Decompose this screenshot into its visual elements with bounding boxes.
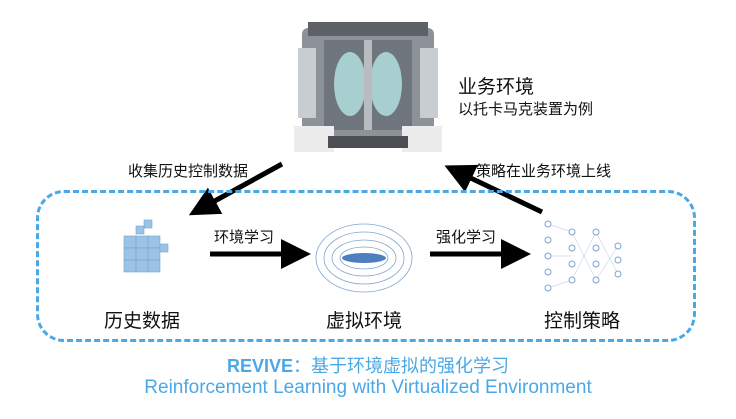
caption-name: REVIVE — [226, 356, 294, 376]
control-policy-label: 控制策略 — [544, 310, 621, 332]
rl-label: 强化学习 — [436, 228, 497, 246]
caption-title: REVIVE：基于环境虚拟的强化学习 — [0, 352, 736, 378]
collect-data-label: 收集历史控制数据 — [128, 162, 249, 180]
tokamak-image — [294, 22, 442, 152]
caption-sep: ： — [293, 356, 312, 377]
business-env-subtitle: 以托卡马克装置为例 — [458, 100, 594, 118]
env-learning-label: 环境学习 — [214, 228, 275, 246]
data-cube-icon — [123, 219, 169, 273]
revive-framework-box — [36, 190, 696, 342]
magnetic-field-icon — [315, 223, 413, 293]
caption-cn: 基于环境虚拟的强化学习 — [311, 356, 510, 377]
neural-network-icon — [544, 220, 622, 292]
deploy-policy-label: 策略在业务环境上线 — [476, 162, 612, 180]
caption-en: Reinforcement Learning with Virtualized … — [144, 377, 592, 398]
virtual-env-label: 虚拟环境 — [326, 310, 403, 332]
history-data-label: 历史数据 — [104, 310, 181, 332]
business-env-title: 业务环境 — [458, 76, 535, 98]
